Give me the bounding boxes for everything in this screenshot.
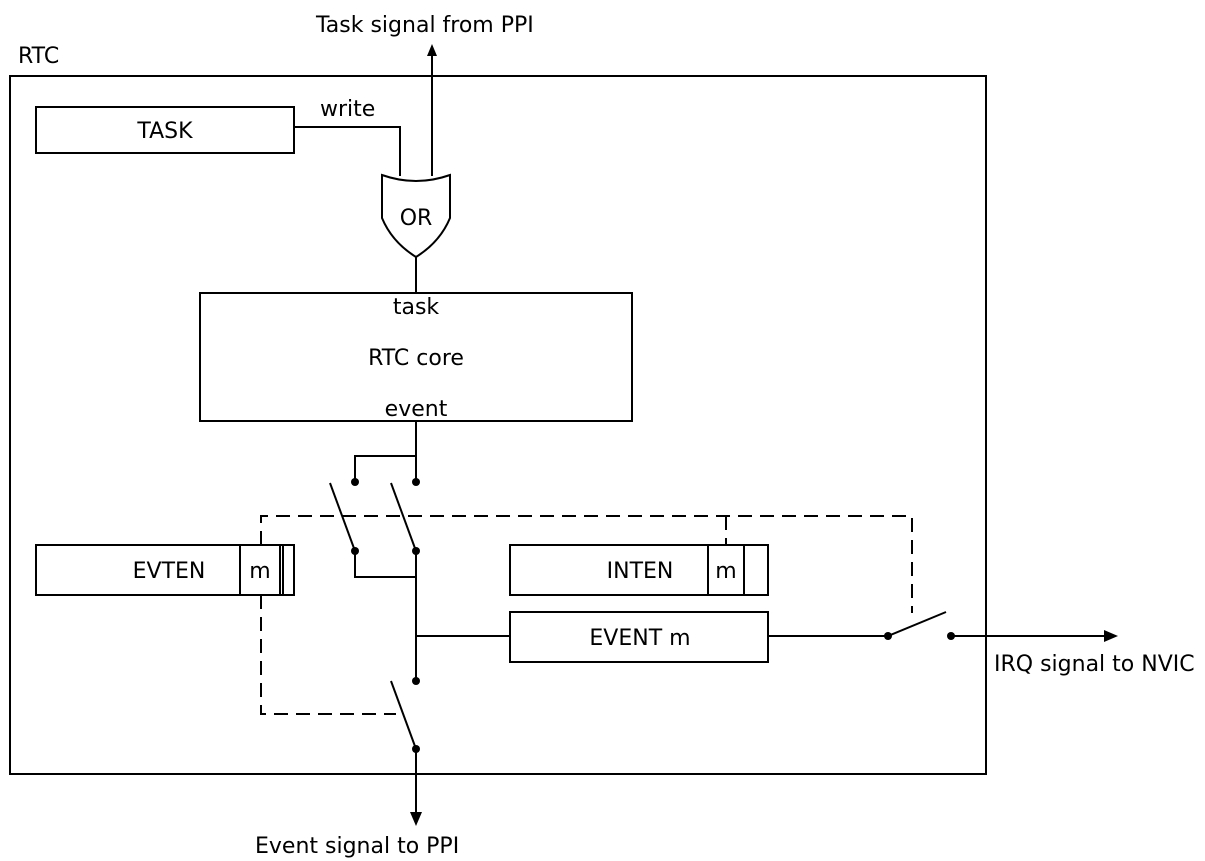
task-signal-from-ppi-label: Task signal from PPI xyxy=(315,13,534,38)
irq-switch-lever xyxy=(887,611,947,637)
or-gate-shape xyxy=(381,173,451,259)
left-branch-top-line xyxy=(354,455,416,482)
event-output-arrowhead xyxy=(410,812,422,826)
irq-signal-label: IRQ signal to NVIC xyxy=(994,652,1195,677)
inten-bit-m-box xyxy=(707,544,745,596)
inten-switch-top-contact xyxy=(412,478,420,486)
evten-bit-m-box xyxy=(239,544,281,596)
or-gate-label: OR xyxy=(400,206,433,231)
left-branch-bottom-line xyxy=(354,551,416,578)
event-switch-top-contact xyxy=(412,677,420,685)
event-signal-to-ppi-label: Event signal to PPI xyxy=(255,834,459,859)
inten-bit-m-label: m xyxy=(715,559,736,584)
irq-switch-left-contact xyxy=(884,632,892,640)
task-register-label: TASK xyxy=(136,119,193,144)
rtc-module-label: RTC xyxy=(18,44,59,69)
rtc-core-label: RTC core xyxy=(368,346,464,371)
rtc-core-task-label: task xyxy=(393,295,440,320)
rtc-module-boundary xyxy=(9,75,987,775)
event-switch-lever xyxy=(390,680,417,750)
event-m-register-label: EVENT m xyxy=(589,626,690,651)
evten-switch-top-contact xyxy=(351,478,359,486)
task-signal-arrowhead xyxy=(427,44,437,56)
task-register-box xyxy=(35,106,295,154)
write-line xyxy=(294,126,401,176)
evten-register-label: EVTEN xyxy=(133,559,206,584)
rtc-core-event-label: event xyxy=(385,397,448,422)
inten-register-label: INTEN xyxy=(607,559,674,584)
evten-bit-m-label: m xyxy=(249,559,270,584)
write-label: write xyxy=(320,97,375,122)
inten-switch-lever xyxy=(390,482,417,552)
irq-output-arrowhead xyxy=(1104,630,1118,642)
dashed-control-top xyxy=(260,515,913,613)
rtc-core-box xyxy=(199,292,633,422)
dashed-evten-link xyxy=(260,595,396,715)
